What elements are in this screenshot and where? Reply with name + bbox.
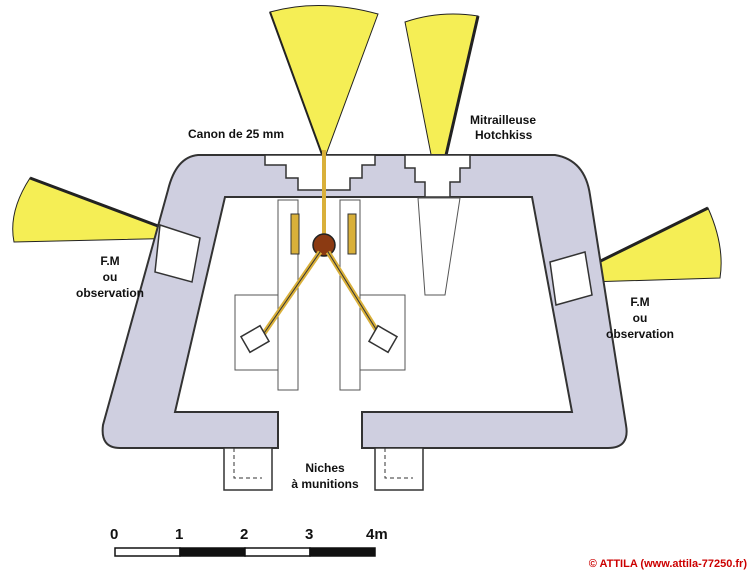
label-fm-right-2: ou [632, 311, 648, 325]
label-fm-left-3: observation [75, 286, 144, 300]
label-fm-right-1: F.M [630, 295, 650, 309]
embrasure-cannon [264, 154, 376, 191]
label-fm-left-2: ou [102, 270, 118, 284]
scale-tick-0: 0 [110, 526, 119, 543]
fire-sector-cannon [269, 4, 379, 162]
trail-spade-right [367, 324, 399, 354]
sector-edge-cannon [269, 11, 325, 161]
fire-sector-fm-left [12, 177, 191, 243]
label-cannon: Canon de 25 mm [188, 127, 285, 141]
cannon-breech [312, 233, 336, 257]
label-niches-1: Niches [305, 461, 345, 475]
mg-mount [417, 197, 461, 296]
label-fm-right-3: observation [605, 327, 674, 341]
label-mg-line1: Mitrailleuse [470, 113, 537, 127]
scale-tick-4m: 4m [366, 526, 388, 543]
ammo-niche-left [223, 447, 273, 491]
cannon-trail-right-edge [327, 251, 385, 343]
cannon-trail-left-edge [257, 251, 321, 343]
trail-spade-left [239, 324, 271, 354]
label-fm-left-1: F.M [100, 254, 120, 268]
embrasure-mg [404, 154, 471, 198]
label-mg-line2: Hotchkiss [475, 128, 533, 142]
scale-tick-1: 1 [175, 526, 184, 543]
embrasure-fm-right [549, 251, 593, 306]
copyright-notice: © ATTILA (www.attila-77250.fr) [588, 558, 747, 570]
scale-bar [114, 547, 376, 557]
label-niches-2: à munitions [291, 477, 359, 491]
embrasure-fm-left [154, 224, 201, 283]
cannon-shield-right [347, 213, 357, 255]
scale-tick-3: 3 [305, 526, 314, 543]
scale-tick-2: 2 [240, 526, 249, 543]
ammo-niche-right [374, 447, 424, 491]
ammo-niche-left-dash [233, 448, 262, 479]
ammo-niche-right-dash [384, 448, 413, 479]
bunker-walls [101, 154, 628, 449]
cannon-shield-left [290, 213, 300, 255]
